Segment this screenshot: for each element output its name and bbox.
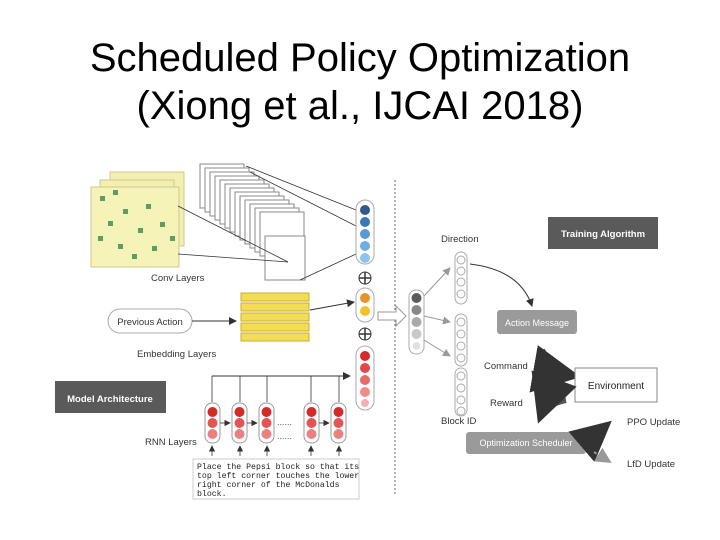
conv-feature-column — [355, 199, 375, 265]
title-line-2: (Xiong et al., IJCAI 2018) — [136, 84, 584, 128]
optimization-scheduler-label: Optimization Scheduler — [479, 438, 572, 448]
title-line-1: Scheduled Policy Optimization — [89, 36, 631, 80]
environment-box: Environment — [574, 367, 658, 403]
model-architecture-box: Model Architecture — [55, 381, 166, 413]
environment-label: Environment — [588, 381, 644, 392]
slide-title: Scheduled Policy Optimization (Xiong et … — [0, 34, 720, 130]
direction-label: Direction — [441, 234, 479, 245]
block-id-column — [454, 367, 468, 417]
concat-plus-2 — [358, 327, 372, 341]
conv-layers-label: Conv Layers — [151, 273, 205, 284]
input-maps — [90, 171, 185, 268]
lfd-update-label: LfD Update — [627, 459, 675, 470]
embedding-layers-label: Embedding Layers — [137, 349, 216, 360]
instruction-box: Place the Pepsi block so that its top le… — [192, 458, 360, 500]
direction-column — [454, 251, 468, 305]
action-message-box: Action Message — [497, 310, 577, 334]
rnn-feature-column — [355, 345, 375, 411]
conv-stack — [177, 163, 357, 281]
instruction-line-1: Place the Pepsi block so that its — [197, 462, 359, 472]
instruction-line-4: block. — [197, 489, 226, 499]
rnn-cell-1 — [204, 402, 221, 444]
rnn-layers: ...... ...... — [204, 375, 350, 456]
instruction-line-2: top left corner touches the lower — [197, 471, 359, 481]
rnn-layers-label: RNN Layers — [145, 437, 197, 448]
embedding-bars — [240, 292, 310, 342]
embedding-feature-column — [355, 287, 375, 323]
rnn-ellipsis-1: ...... — [277, 417, 292, 427]
rnn-ellipsis-2: ...... — [277, 431, 292, 441]
rnn-cell-5 — [330, 402, 347, 444]
previous-action-label: Previous Action — [117, 317, 182, 328]
env-to-scheduler-arrow — [531, 370, 577, 424]
optimization-scheduler-box: Optimization Scheduler — [466, 432, 586, 454]
instruction-line-3: right corner of the McDonalds — [197, 480, 340, 490]
reward-label: Reward — [490, 398, 523, 409]
block-id-label: Block ID — [441, 416, 477, 427]
ppo-update-arrow — [568, 420, 612, 462]
ppo-update-label: PPO Update — [627, 417, 680, 428]
block-markers — [98, 190, 175, 259]
output-column — [408, 289, 425, 355]
rnn-cell-4 — [303, 402, 320, 444]
training-algorithm-box: Training Algorithm — [548, 217, 658, 249]
lfd-update-arrow — [593, 447, 612, 464]
action-to-env-arrow — [529, 345, 581, 393]
previous-action-box: Previous Action — [107, 308, 193, 334]
command-label: Command — [484, 361, 528, 372]
training-algorithm-label: Training Algorithm — [561, 229, 645, 240]
concat-plus-1 — [358, 271, 372, 285]
command-column — [454, 313, 468, 367]
rnn-cell-3 — [258, 402, 275, 444]
rnn-cell-2 — [231, 402, 248, 444]
model-architecture-label: Model Architecture — [67, 394, 153, 405]
action-message-label: Action Message — [505, 318, 569, 328]
merge-arrow — [377, 304, 407, 328]
